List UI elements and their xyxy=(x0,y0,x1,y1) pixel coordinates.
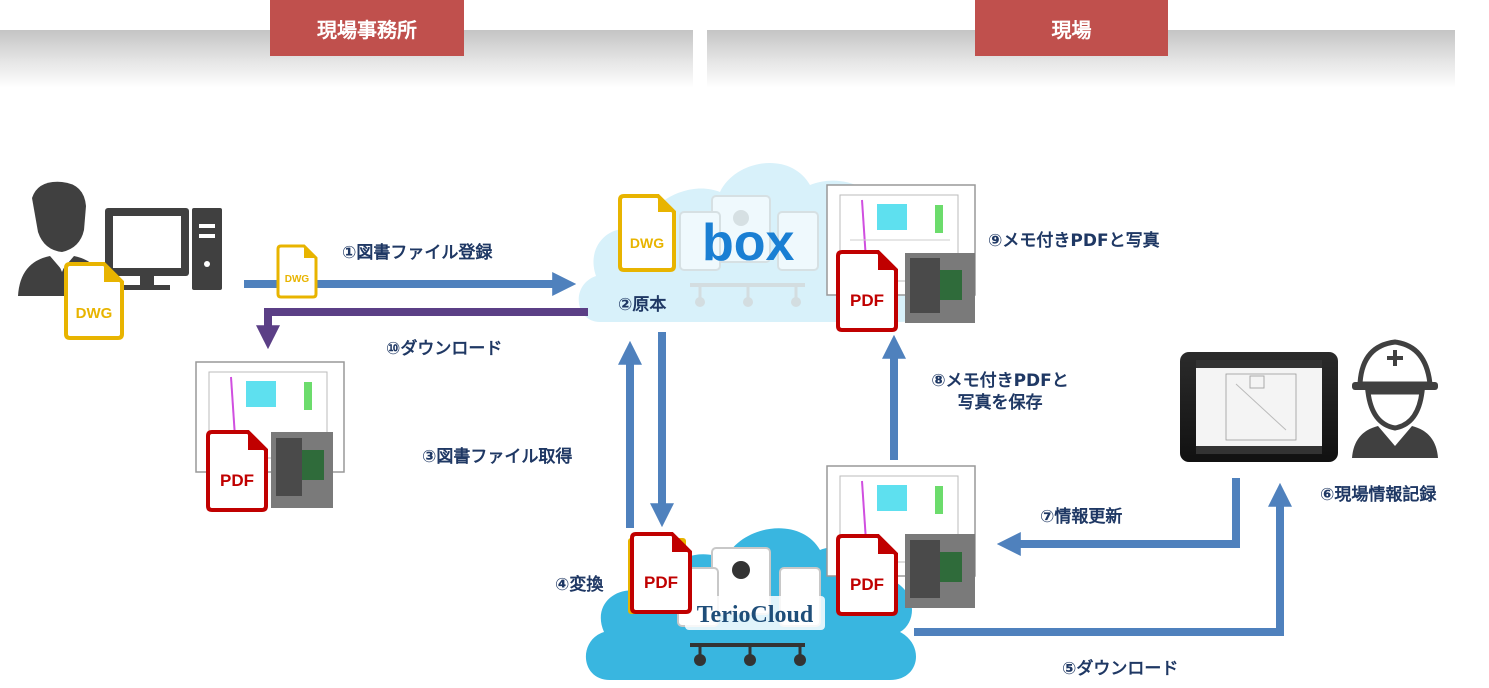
doc-stack-box: PDF xyxy=(826,184,976,332)
terio-pdf-file-icon: PDF xyxy=(628,532,692,614)
svg-text:PDF: PDF xyxy=(644,573,678,592)
step-8-label-line2: 写真を保存 xyxy=(957,393,1043,413)
svg-text:DWG: DWG xyxy=(285,274,310,285)
svg-text:PDF: PDF xyxy=(220,471,254,490)
pc-icon xyxy=(105,208,222,290)
step-1-label: ①図書ファイル登録 xyxy=(342,243,493,263)
svg-text:DWG: DWG xyxy=(630,235,664,251)
office-header-tab: 現場事務所 xyxy=(270,0,464,56)
arrow-10-download xyxy=(256,308,588,350)
step-10-label: ⑩ダウンロード xyxy=(386,339,503,359)
arrow-7-update xyxy=(996,478,1240,556)
terio-logo: TerioCloud xyxy=(697,602,814,628)
tablet-icon xyxy=(1180,352,1338,462)
svg-text:PDF: PDF xyxy=(850,291,884,310)
step-2-label: ②原本 xyxy=(618,295,667,315)
box-logo: box xyxy=(702,214,795,272)
office-dwg-file-icon: DWG xyxy=(64,262,124,340)
site-header-tab: 現場 xyxy=(975,0,1168,56)
arrows xyxy=(244,272,1292,636)
doc-stack-office: PDF xyxy=(195,361,345,512)
arrow-5-download xyxy=(914,482,1292,636)
step-8-label-line1: ⑧メモ付きPDFと xyxy=(931,371,1069,391)
svg-text:DWG: DWG xyxy=(76,305,113,322)
box-dwg-file-icon: DWG xyxy=(618,194,676,272)
arrow-dwg-file-icon: DWG xyxy=(276,244,318,299)
step-7-label: ⑦情報更新 xyxy=(1040,507,1123,527)
step-6-label: ⑥現場情報記録 xyxy=(1320,485,1437,505)
box-server-icon xyxy=(679,195,819,307)
step-5-label: ⑤ダウンロード xyxy=(1062,659,1179,679)
svg-text:PDF: PDF xyxy=(850,575,884,594)
step-9-label: ⑨メモ付きPDFと写真 xyxy=(988,231,1160,251)
step-3-label: ③図書ファイル取得 xyxy=(422,447,573,467)
site-worker-icon xyxy=(1352,339,1438,458)
step-4-label: ④変換 xyxy=(555,575,604,595)
step-8-label: ⑧メモ付きPDFと 写真を保存 xyxy=(910,370,1090,414)
doc-stack-terio: PDF xyxy=(826,465,976,616)
